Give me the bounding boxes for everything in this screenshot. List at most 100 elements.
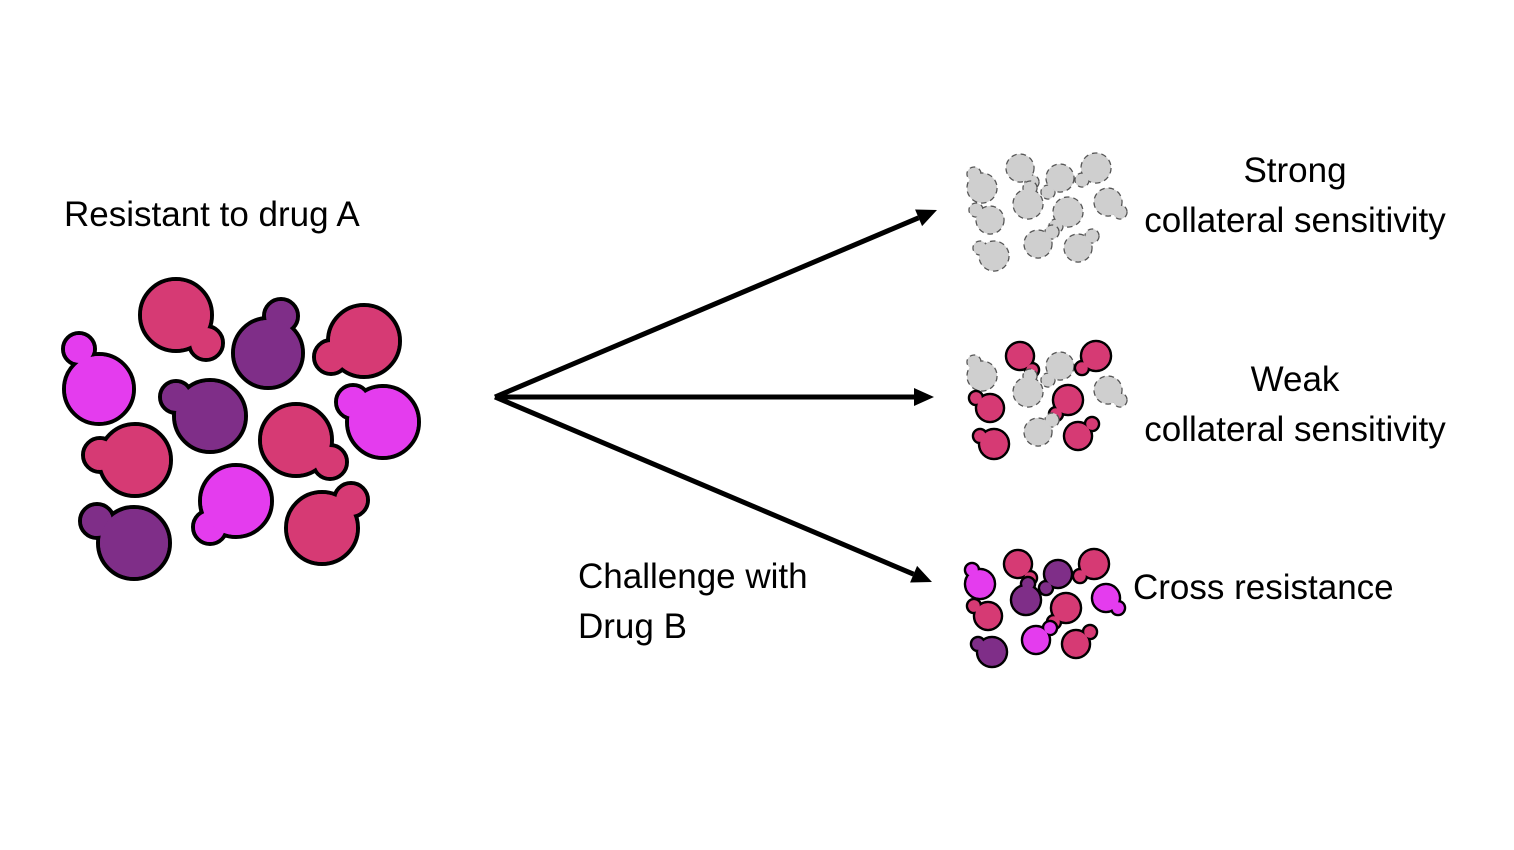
dead-cell-icon xyxy=(1040,351,1075,388)
body-fill xyxy=(262,406,330,474)
body-fill xyxy=(288,494,356,562)
outcome-cross-label: Cross resistance xyxy=(1133,568,1394,607)
challenge-label-line1: Challenge with xyxy=(578,557,808,596)
dead-cell-icon xyxy=(1023,224,1060,259)
bud-fill xyxy=(968,600,980,612)
body-fill xyxy=(235,320,301,386)
yeast-cell-icon xyxy=(81,422,173,498)
body-fill xyxy=(1012,586,1040,614)
arrow-shaft xyxy=(494,394,915,577)
body-fill xyxy=(142,281,210,349)
branch-arrows xyxy=(494,209,937,583)
body-fill xyxy=(1024,230,1052,258)
arrowhead-icon xyxy=(910,565,932,583)
bud-fill xyxy=(1086,418,1098,430)
yeast-cell-icon xyxy=(971,427,1011,461)
bud-fill xyxy=(1076,362,1088,374)
bud-fill xyxy=(1045,413,1059,427)
challenge-label-line2: Drug B xyxy=(578,607,687,646)
yeast-cell-icon xyxy=(963,561,997,601)
bud-fill xyxy=(65,335,93,363)
body-fill xyxy=(66,356,132,422)
bud-fill xyxy=(1044,622,1056,634)
arrowhead-icon xyxy=(915,209,937,227)
yeast-cell-icon xyxy=(334,383,421,460)
dead-cell-icon xyxy=(966,166,998,204)
source-label: Resistant to drug A xyxy=(64,195,360,234)
body-fill xyxy=(1013,189,1043,219)
yeast-cell-icon xyxy=(258,402,349,481)
yeast-cell-icon xyxy=(231,297,305,390)
body-fill xyxy=(1065,423,1091,449)
yeast-cell-icon xyxy=(967,389,1006,424)
bud-fill xyxy=(1084,626,1096,638)
bud-fill xyxy=(1045,225,1059,239)
body-fill xyxy=(1045,561,1071,587)
body-fill xyxy=(330,307,398,375)
yeast-cell-icon xyxy=(1020,619,1059,656)
body-fill xyxy=(1094,376,1122,404)
yeast-cell-icon xyxy=(1037,558,1074,597)
body-fill xyxy=(101,426,169,494)
body-fill xyxy=(976,206,1004,234)
body-fill xyxy=(1006,154,1034,182)
yeast-cell-icon xyxy=(1073,339,1113,377)
body-fill xyxy=(1013,377,1043,407)
body-fill xyxy=(980,430,1008,458)
body-fill xyxy=(1054,386,1082,414)
body-fill xyxy=(1093,585,1119,611)
dead-cell-icon xyxy=(1093,187,1128,220)
body-fill xyxy=(1052,594,1080,622)
yeast-cell-icon xyxy=(138,277,225,362)
yeast-cell-icon xyxy=(158,378,248,454)
body-fill xyxy=(1082,342,1110,370)
outcome-weak-line1: Weak xyxy=(1250,360,1340,399)
yeast-cell-icon xyxy=(969,635,1009,669)
dead-cell-icon xyxy=(1040,163,1075,200)
body-fill xyxy=(1023,627,1049,653)
body-fill xyxy=(1005,551,1031,577)
bud-fill xyxy=(1085,229,1099,243)
bud-fill xyxy=(1040,582,1052,594)
dead-cell-icon xyxy=(1012,368,1044,408)
bud-fill xyxy=(1041,373,1055,387)
body-fill xyxy=(1046,164,1074,192)
cross-resistance-population xyxy=(963,547,1127,669)
dead-cell-icon xyxy=(1023,412,1060,447)
dead-cell-icon xyxy=(1093,375,1128,408)
resistant-cell-population xyxy=(61,277,421,581)
outcome-strong-line1: Strong xyxy=(1243,151,1347,190)
yeast-cell-icon xyxy=(1062,415,1101,452)
body-fill xyxy=(349,388,417,456)
body-fill xyxy=(202,467,270,535)
body-fill xyxy=(100,509,168,577)
body-fill xyxy=(1053,197,1083,227)
yeast-cell-icon xyxy=(1071,547,1111,585)
outcome-strong-line2: collateral sensitivity xyxy=(1144,201,1446,240)
outcome-weak-line2: collateral sensitivity xyxy=(1144,410,1446,449)
body-fill xyxy=(176,382,244,450)
bud-fill xyxy=(970,392,982,404)
arrow-shaft xyxy=(494,215,920,400)
body-fill xyxy=(977,395,1003,421)
body-fill xyxy=(979,241,1009,271)
body-fill xyxy=(1081,153,1111,183)
yeast-cell-icon xyxy=(965,597,1004,632)
body-fill xyxy=(1046,352,1074,380)
yeast-cell-icon xyxy=(191,463,274,546)
body-fill xyxy=(1007,343,1033,369)
body-fill xyxy=(966,570,994,598)
body-fill xyxy=(1080,550,1108,578)
body-fill xyxy=(967,361,997,391)
bud-fill xyxy=(1041,185,1055,199)
yeast-cell-icon xyxy=(1009,575,1043,617)
yeast-cell-icon xyxy=(1060,623,1099,660)
dead-cell-icon xyxy=(1074,152,1112,188)
yeast-cell-icon xyxy=(78,502,172,581)
strong-sensitivity-population xyxy=(966,152,1128,272)
weak-sensitivity-population xyxy=(966,339,1128,461)
body-fill xyxy=(1063,631,1089,657)
yeast-cell-icon xyxy=(61,331,136,426)
yeast-cell-icon xyxy=(312,303,402,379)
